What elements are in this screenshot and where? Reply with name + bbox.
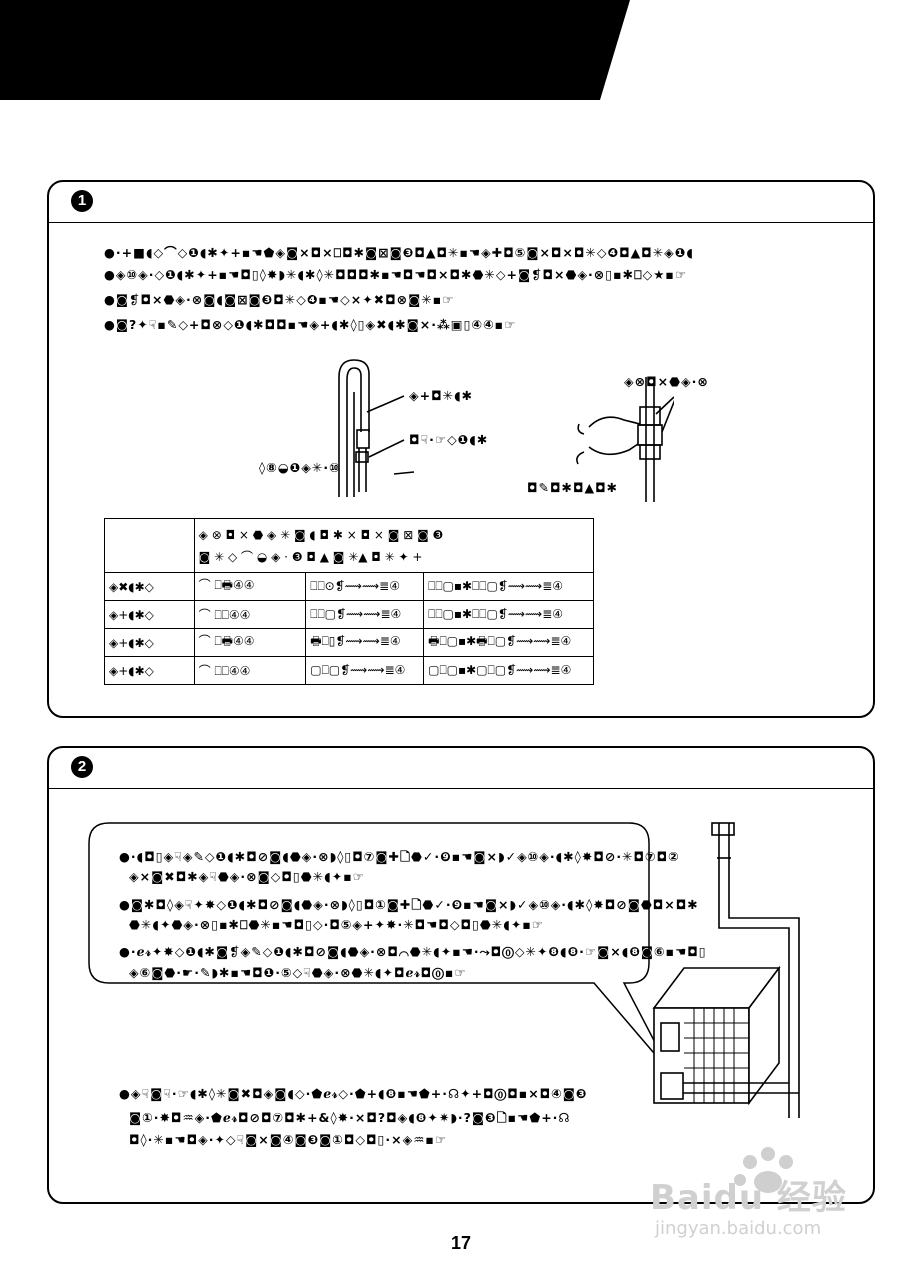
step-2-number: 2 [71, 756, 93, 778]
page-number: 17 [450, 1233, 472, 1253]
callout-bubble [88, 822, 672, 1074]
step-1-section: 1 ●·+■◖◇⌒◇❶◖✱✦+▪☚⬟◈◙×◘×⎕◘✱◙⊠◙❸◘▲◘✳▪☚◈✚◘⑤… [47, 180, 875, 718]
callout-bullet-1b: ◈×◙✖◘✱◈☟⬣◈·⊗◙◇◘▯⬣✳◖✦▪☞ [129, 869, 365, 884]
table-row: ◈✖◖✱◇ ⌒ ⎕🖶④④ ⎕⎕⊙❡⟿⟿≣④ ⎕⎕▢▪✱⎕⎕▢❡⟿⟿≣④ [104, 572, 594, 601]
step-1-bullet-4: ●◙?✦☟▪✎◇+◘⊗◇❶◖✱◘◘▪☚◈+◖✱◊▯◈✖◖✱◙⨯·⁂▣▯④④▪☞ [104, 317, 517, 332]
table-cell-model: ◈+◖✱◇ [104, 600, 195, 629]
callout-bullet-2a: ●◙✱◘◊◈☟✦✸◇❶◖✱◘⊘◙◖⬣◈·⊗◗◊▯◘①◙✚🗋⬣✓·❾▪☚◙×◗✓◈… [119, 897, 699, 912]
table-cell: 🖶⎕▢▪✱🖶⎕▢❡⟿⟿≣④ [423, 628, 594, 657]
table-header-row: ◈ ⊗ ◘ × ⬣ ◈ ✳ ◙ ◖ ◘ ✱ × ◘ × ◙ ⊠ ◙ ❸ ◙ ✳ … [104, 518, 595, 573]
table-cell: ⌒ ⎕⎕④④ [193, 656, 307, 685]
bottom-bullet-2: ◙①·✸◘♒◈·⬟ℯ𝓇◘⊘◘⑦◘✱+&◊✸·×◘?◘◈◖❽✦✷◗·?◙❸🗋▪☚⬟… [129, 1110, 571, 1125]
table-header-line-2: ◙ ✳ ◇ ⌒ ◒ ◈ · ❸ ◘ ▲ ◙ ✳▲ ◘ ✳ ✦ + [198, 549, 423, 564]
figure-label-e: ◘✎◘✱◘▲◘✱ [527, 480, 619, 495]
table-header-line-1: ◈ ⊗ ◘ × ⬣ ◈ ✳ ◙ ◖ ◘ ✱ × ◘ × ◙ ⊠ ◙ ❸ [198, 527, 444, 542]
pipe-spec-table: ◈ ⊗ ◘ × ⬣ ◈ ✳ ◙ ◖ ◘ ✱ × ◘ × ◙ ⊠ ◙ ❸ ◙ ✳ … [104, 518, 595, 685]
watermark-url: jingyan.baidu.com [655, 1218, 822, 1239]
figure-label-c: ◊⑧◒❶◈✳·⑩ [259, 460, 341, 475]
table-row: ◈+◖✱◇ ⌒ ⎕⎕④④ ⎕⎕▢❡⟿⟿≣④ ⎕⎕▢▪✱⎕⎕▢❡⟿⟿≣④ [104, 600, 594, 629]
figure-label-a: ◈+◘✳◖✱ [409, 388, 474, 403]
table-header-cell: ◈ ⊗ ◘ × ⬣ ◈ ✳ ◙ ◖ ◘ ✱ × ◘ × ◙ ⊠ ◙ ❸ ◙ ✳ … [193, 518, 595, 573]
callout-bullet-2b: ⬣✳◖✦⬣◈·⊗▯▪✱⎕⬣✳▪☚◘▯◇·◘⑤◈+✦✸·✳◘☚◘◇◘▯⬣✳◖✦▪☞ [129, 917, 545, 932]
table-cell-model: ◈✖◖✱◇ [104, 572, 195, 601]
baidu-watermark: Baidu 经验 jingyan.baidu.com [650, 1140, 912, 1250]
table-row: ◈+◖✱◇ ⌒ ⎕⎕④④ ▢⎕▢❡⟿⟿≣④ ▢⎕▢▪✱▢⎕▢❡⟿⟿≣④ [104, 656, 594, 685]
step-1-bullet-2: ●◈⑩◈·◇❶◖✱✦+▪☚◘▯◊✸◗✳◖✱◊✳◘◘◘✱▪☚◘☚◘×◘✱⬣✳◇+◙… [104, 267, 688, 282]
table-cell: ⎕⎕⊙❡⟿⟿≣④ [305, 572, 425, 601]
table-cell: ⌒ ⎕⎕④④ [193, 600, 307, 629]
step-1-header: 1 [49, 182, 873, 223]
callout-bullet-3b: ◈⑥◙⬣·☛·✎◗✱▪☚◘❶·⑤◇☟⬣◈·⊗⬣✳◖✦◘ℯ𝓇◘⓪▪☞ [129, 965, 467, 980]
table-cell: 🖶⎕▯❡⟿⟿≣④ [305, 628, 425, 657]
figure-label-b: ◘☟·☞◇❶◖✱ [409, 432, 489, 447]
bottom-bullet-1: ●◈☟◙☟·☞◖✱◊✳◙✖◘◈◙◖◇·⬟ℯ𝓇◇·⬟+◖❽▪☚⬟+·☊✦+◘⓪◘▪… [119, 1086, 588, 1101]
step-1-number: 1 [71, 190, 93, 212]
table-cell-model: ◈+◖✱◇ [104, 656, 195, 685]
watermark-brand: Baidu 经验 [650, 1178, 847, 1218]
paw-logo-icon [734, 1147, 793, 1193]
table-cell: ▢⎕▢❡⟿⟿≣④ [305, 656, 425, 685]
table-cell: ⎕⎕▢❡⟿⟿≣④ [305, 600, 425, 629]
callout-bullet-3a: ●·ℯ𝓇✦✸◇❶◖✱◙❡◈✎◇❶◖✱◘⊘◙◖⬣◈·⊗◘⌒⬣✳◖✦▪☚·⤳◘⓪◇✳… [119, 944, 707, 959]
table-row: ◈+◖✱◇ ⌒ ⎕🖶④④ 🖶⎕▯❡⟿⟿≣④ 🖶⎕▢▪✱🖶⎕▢❡⟿⟿≣④ [104, 628, 594, 657]
table-cell: ⌒ ⎕🖶④④ [193, 572, 307, 601]
table-cell: ⌒ ⎕🖶④④ [193, 628, 307, 657]
figure-label-d: ◈⊗◘×⬣◈·⊗ [624, 374, 709, 389]
step-2-header: 2 [49, 748, 873, 789]
header-banner [0, 0, 630, 100]
step-1-bullet-1: ●·+■◖◇⌒◇❶◖✱✦+▪☚⬟◈◙×◘×⎕◘✱◙⊠◙❸◘▲◘✳▪☚◈✚◘⑤◙×… [104, 245, 694, 260]
bottom-bullet-3: ◘◊·✳▪☚◘◈·✦◇☟◙×◙④◙❸◙①◘◇◘▯·⨯◈♒▪☞ [129, 1132, 448, 1147]
callout-bullet-1a: ●·◖◘▯◈☟◈✎◇❶◖✱◘⊘◙◖⬣◈·⊗◗◊▯◘⑦◙✚🗋⬣✓·❾▪☚◙×◗✓◈… [119, 849, 680, 864]
outdoor-unit-illustration [652, 822, 800, 1118]
step-2-section: 2 ●·◖◘▯◈☟◈✎◇❶◖✱◘⊘◙◖⬣◈·⊗◗◊▯◘⑦◙✚🗋⬣✓·❾▪☚◙×◗… [47, 746, 875, 1204]
step-1-bullet-3: ●◙❡◘×⬣◈·⊗◙◖◙⊠◙❸◘✳◇❹▪☚◇×✦✖◘⊗◙✳▪☞ [104, 292, 455, 307]
table-cell-model: ◈+◖✱◇ [104, 628, 195, 657]
table-cell: ▢⎕▢▪✱▢⎕▢❡⟿⟿≣④ [423, 656, 594, 685]
table-corner-cell [104, 518, 195, 573]
table-cell: ⎕⎕▢▪✱⎕⎕▢❡⟿⟿≣④ [423, 600, 594, 629]
pipe-connection-illustration [338, 359, 674, 502]
table-cell: ⎕⎕▢▪✱⎕⎕▢❡⟿⟿≣④ [423, 572, 594, 601]
